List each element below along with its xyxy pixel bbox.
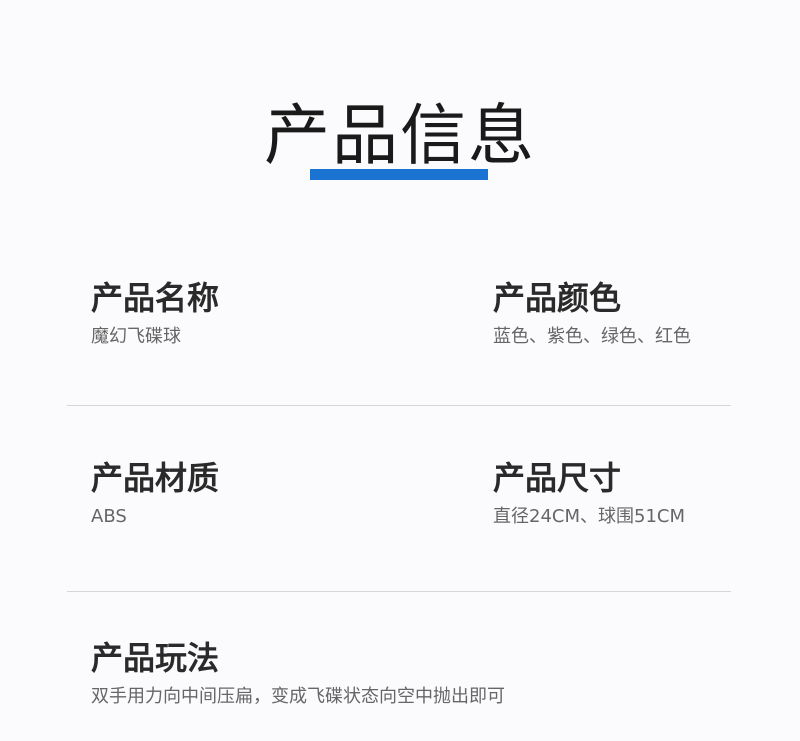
info-value: 蓝色、紫色、绿色、红色: [493, 326, 691, 347]
info-value: 双手用力向中间压扁，变成飞碟状态向空中抛出即可: [91, 686, 505, 707]
info-label: 产品材质: [91, 459, 220, 497]
divider: [67, 405, 731, 406]
info-label: 产品尺寸: [493, 459, 622, 497]
info-item-usage: 产品玩法 双手用力向中间压扁，变成飞碟状态向空中抛出即可: [91, 638, 505, 710]
page-title: 产品信息: [264, 97, 536, 174]
title-section: 产品信息: [0, 95, 800, 185]
info-value: 直径24CM、球围51CM: [493, 506, 686, 527]
info-item-material: 产品材质 ABS: [91, 458, 219, 530]
info-value: ABS: [91, 506, 127, 527]
title-accent-bar: [310, 169, 488, 180]
info-item-color: 产品颜色 蓝色、紫色、绿色、红色: [493, 278, 691, 350]
info-item-size: 产品尺寸 直径24CM、球围51CM: [493, 458, 685, 530]
info-label: 产品玩法: [91, 639, 220, 677]
info-value: 魔幻飞碟球: [91, 326, 181, 347]
info-item-name: 产品名称 魔幻飞碟球: [91, 278, 219, 350]
info-label: 产品颜色: [493, 279, 622, 317]
info-label: 产品名称: [91, 279, 220, 317]
divider: [67, 591, 731, 592]
